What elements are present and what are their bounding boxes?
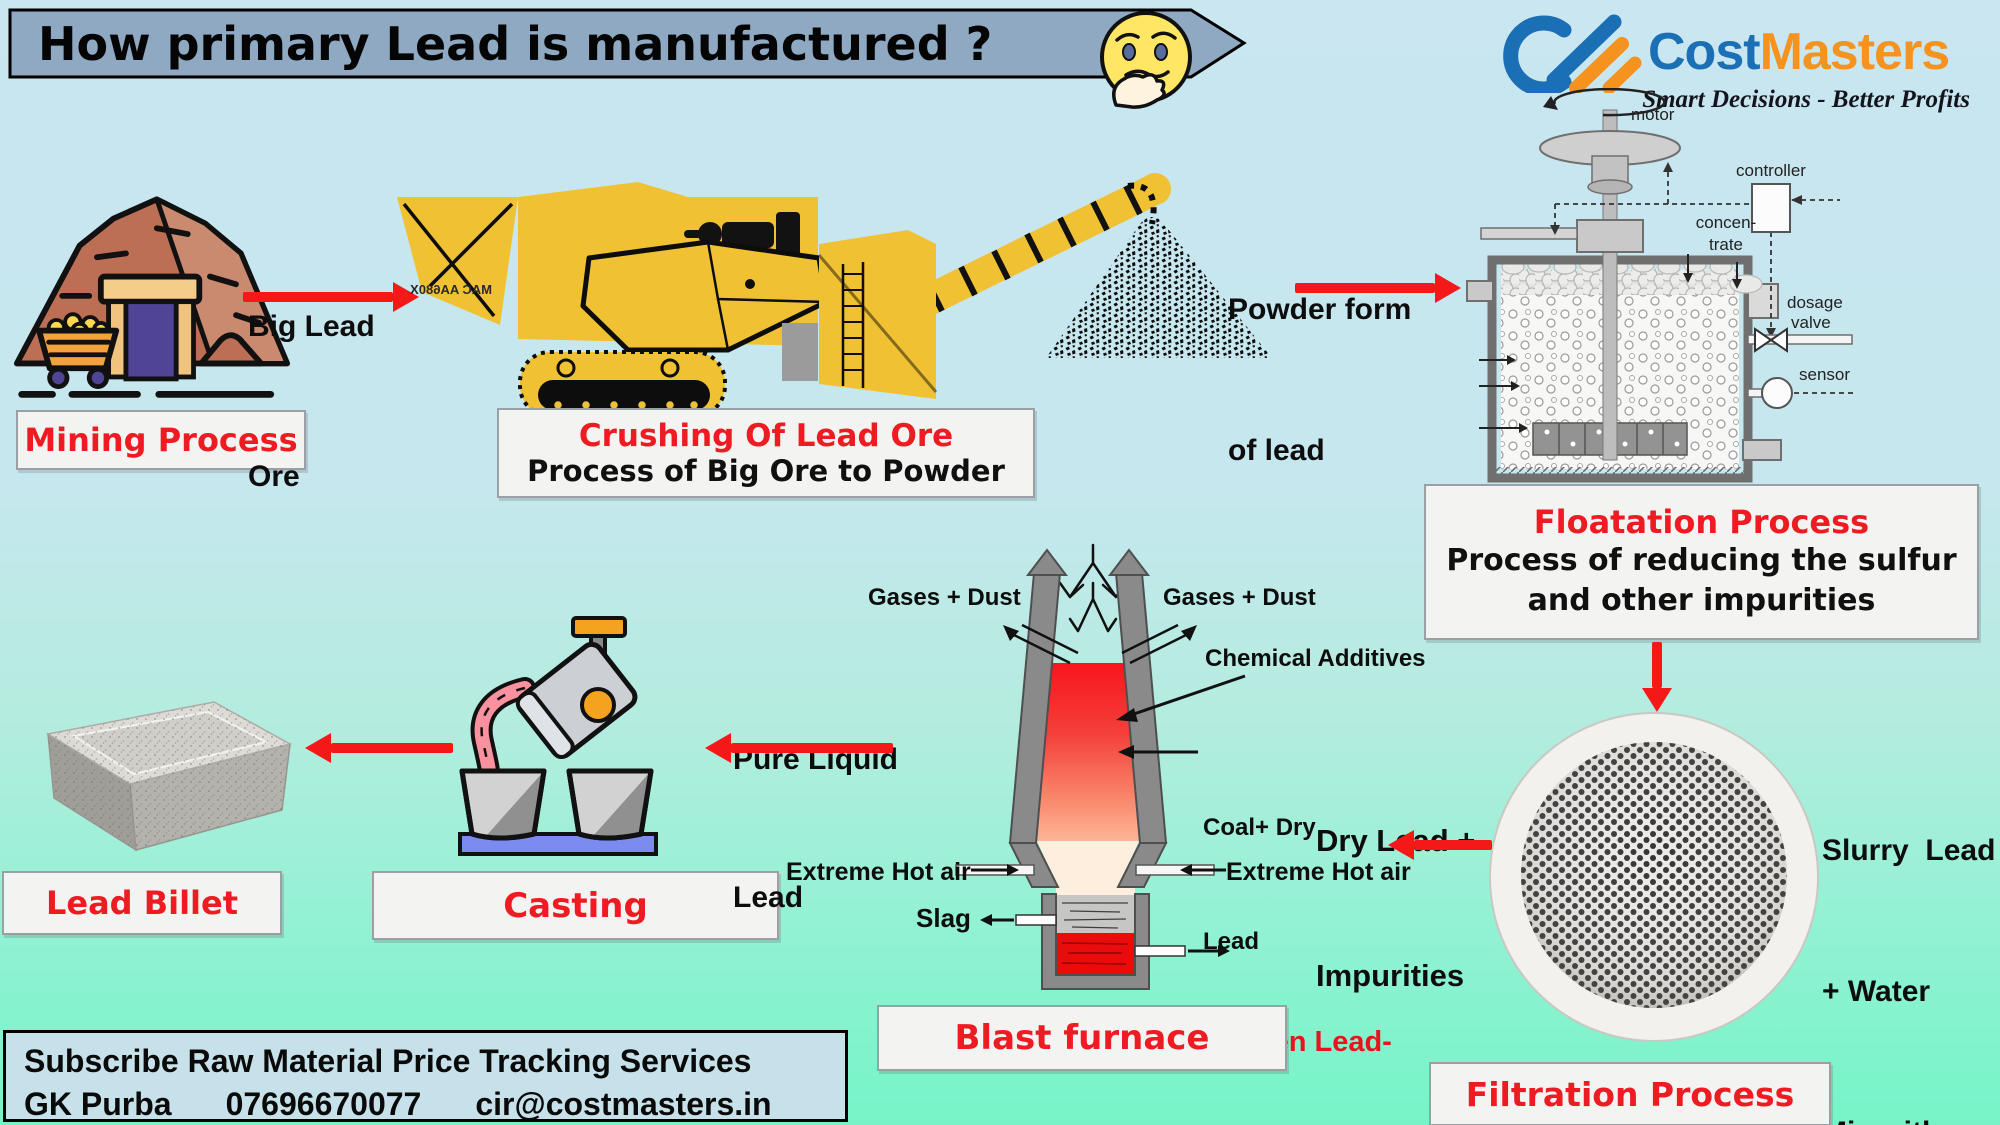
thinking-emoji-icon <box>1100 11 1192 109</box>
powder-form-label: Powder form of lead <box>1228 293 1412 467</box>
floatation-description-line2: and other impurities <box>1527 583 1876 618</box>
gases-dust-left-label: Gases + Dust <box>868 584 1021 611</box>
floatation-cell-illustration: motor controller concen- trate dosage va… <box>1466 88 1855 483</box>
dosage-label-line2: valve <box>1791 313 1831 332</box>
blast-furnace-illustration <box>955 543 1230 990</box>
arrow-casting-to-billet <box>331 743 453 753</box>
powder-pile-illustration <box>1046 182 1272 358</box>
floatation-caption-box: Floatation Process Process of reducing t… <box>1424 484 1979 640</box>
casting-illustration <box>458 616 658 856</box>
dosage-label-line1: dosage <box>1787 293 1843 312</box>
floatation-caption: Floatation Process <box>1533 503 1870 541</box>
mine-illustration <box>13 196 291 398</box>
subscription-footer: Subscribe Raw Material Price Tracking Se… <box>3 1030 848 1122</box>
arrow-floatation-to-filtration <box>1652 642 1662 688</box>
filter-disc-illustration <box>1489 712 1819 1042</box>
slag-label: Slag <box>916 903 971 933</box>
floatation-description-line1: Process of reducing the sulfur <box>1446 543 1957 578</box>
brand-name-cost: Cost <box>1648 23 1761 81</box>
coal-arrow <box>1118 745 1198 759</box>
concentrate-label-line2: trate <box>1709 235 1743 254</box>
lead-billet-caption-box: Lead Billet <box>2 871 282 935</box>
mining-caption: Mining Process <box>24 421 298 459</box>
extreme-hot-air-left-label: Extreme Hot air <box>786 858 971 886</box>
brand-name-masters: Masters <box>1759 23 1951 81</box>
controller-label: controller <box>1736 161 1806 180</box>
chemical-additives-label: Chemical Additives <box>1205 645 1426 672</box>
ore-cart-icon <box>36 312 120 390</box>
crusher-illustration: MAC AA680X <box>397 173 1171 418</box>
footer-phone: 07696670077 <box>225 1086 422 1122</box>
title-banner <box>8 8 1247 79</box>
blast-furnace-caption-box: Blast furnace <box>877 1005 1287 1071</box>
crushing-caption: Crushing Of Lead Ore <box>578 418 954 454</box>
lead-billet-illustration <box>45 701 293 852</box>
arrow-furnace-to-casting <box>731 743 893 753</box>
arrow-mining-to-crushing <box>243 292 393 302</box>
footer-email: cir@costmasters.in <box>475 1086 772 1122</box>
arrow-powder-to-floatation <box>1295 283 1435 293</box>
casting-caption: Casting <box>503 885 648 926</box>
blast-furnace-caption: Blast furnace <box>954 1018 1210 1058</box>
extreme-hot-air-right-label: Extreme Hot air <box>1226 858 1411 886</box>
mining-caption-box: Mining Process <box>16 410 306 470</box>
footer-headline: Subscribe Raw Material Price Tracking Se… <box>24 1043 752 1079</box>
crushing-description: Process of Big Ore to Powder <box>527 454 1005 488</box>
brand-name: CostMasters <box>1648 22 1951 82</box>
costmasters-logo-icon <box>1503 14 1642 93</box>
casting-caption-box: Casting <box>372 871 779 940</box>
crushing-caption-box: Crushing Of Lead Ore Process of Big Ore … <box>497 408 1035 498</box>
page-title: How primary Lead is manufactured ? <box>38 17 993 71</box>
footer-contact-name: GK Purba <box>24 1086 172 1122</box>
filtration-caption: Filtration Process <box>1465 1074 1795 1114</box>
pure-liquid-lead-label: Pure Liquid Lead <box>733 743 898 914</box>
coal-dry-lead-label: Coal+ Dry Lead <box>1203 814 1316 955</box>
crusher-decal-text: MAC AA680X <box>410 282 492 297</box>
gases-dust-right-label: Gases + Dust <box>1163 584 1316 611</box>
slurry-label: Slurry Lead + Water Mix with impurities … <box>1822 834 1996 1125</box>
arrow-filtration-to-furnace <box>1414 840 1492 850</box>
concentrate-label-line1: concen- <box>1696 213 1756 232</box>
filtration-caption-box: Filtration Process <box>1429 1062 1831 1125</box>
big-lead-ore-label: Big Lead Ore <box>248 310 375 493</box>
brand-tagline: Smart Decisions - Better Profits <box>1642 86 1970 113</box>
lead-billet-caption: Lead Billet <box>45 884 239 922</box>
chemical-additives-arrow <box>1116 674 1246 722</box>
motor-label: motor <box>1631 105 1675 124</box>
sensor-label: sensor <box>1799 365 1850 384</box>
footer-contact-row: GK Purba 07696670077 cir@costmasters.in <box>24 1086 827 1123</box>
